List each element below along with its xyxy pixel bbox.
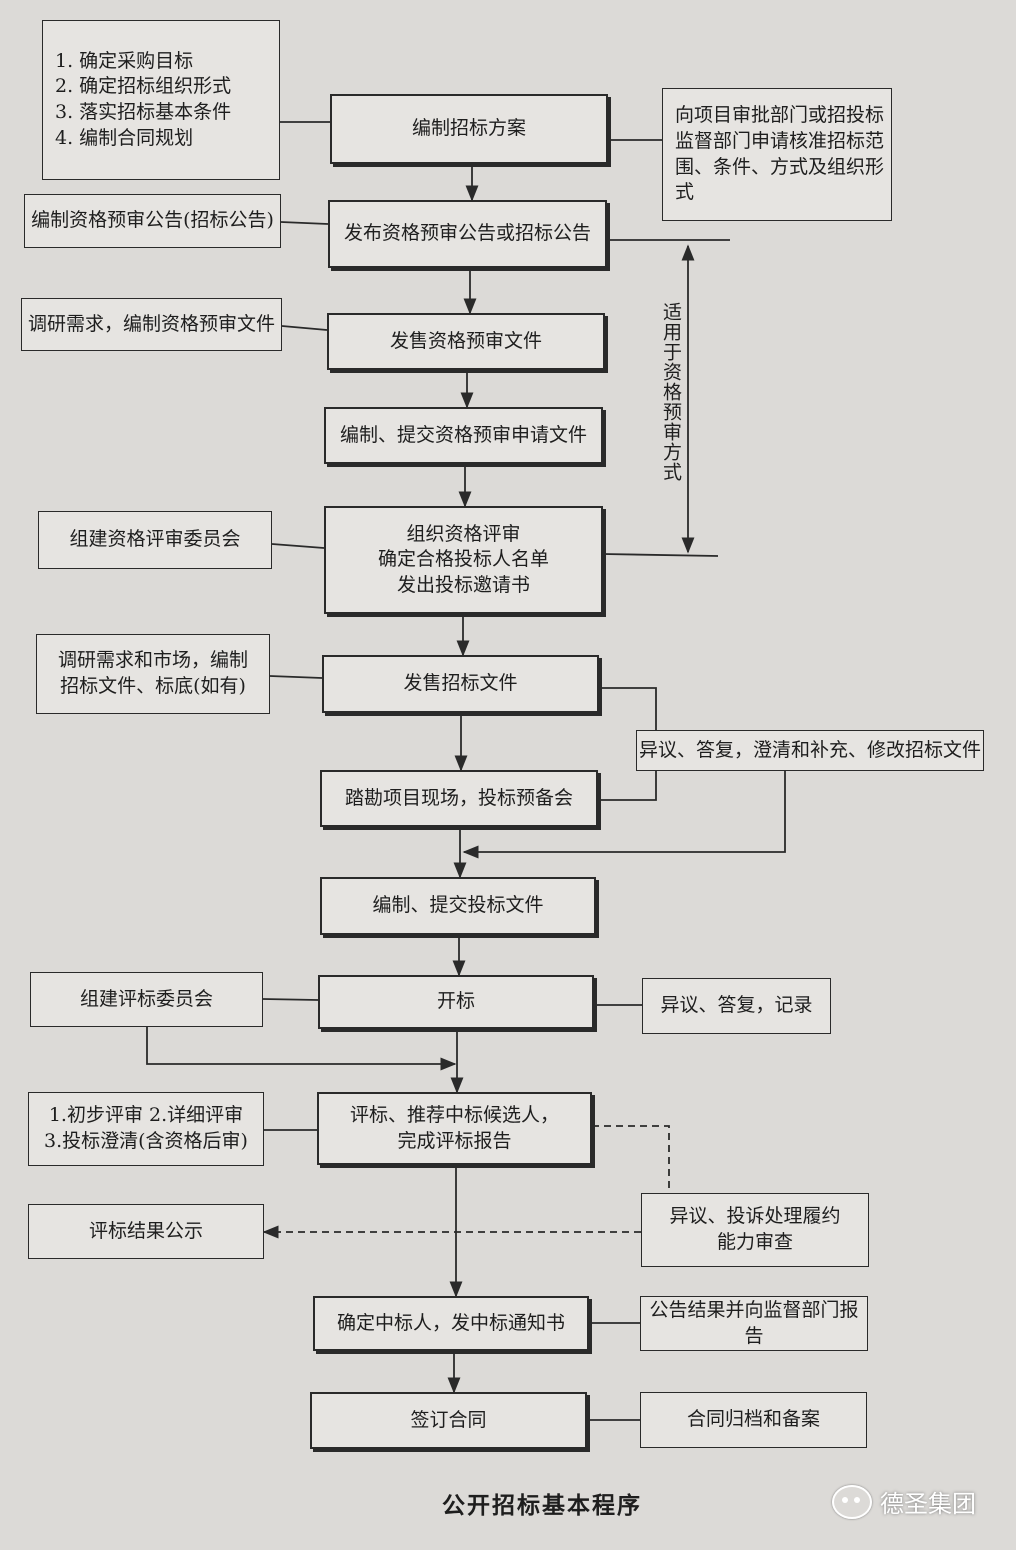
note-text: 调研需求和市场，编制 (57, 649, 248, 672)
note-text: 异议、答复，记录 (660, 994, 813, 1017)
note-text: 4. 编制合同规划 (55, 126, 194, 149)
note-text: 调研需求，编制资格预审文件 (27, 312, 275, 335)
prequal-scope-note: 适用于资格预审方式 (660, 302, 682, 482)
step-text: 发出投标邀请书 (396, 573, 530, 596)
note-text: 合同归档和备案 (686, 1408, 820, 1431)
wechat-icon (832, 1484, 872, 1519)
step-text: 确定中标人，发中标通知书 (336, 1311, 565, 1334)
step-site-visit: 踏勘项目现场，投标预备会 (320, 770, 598, 827)
note-form-prequal-committee: 组建资格评审委员会 (38, 511, 272, 569)
note-prepare-announcement: 编制资格预审公告(招标公告) (24, 194, 281, 248)
note-text: 监督部门申请核准招标范 (675, 129, 885, 152)
note-text: 3.投标澄清(含资格后审) (44, 1130, 248, 1152)
note-evaluation-stages: 1.初步评审 2.详细评审 3.投标澄清(含资格后审) (28, 1092, 264, 1166)
step-text: 编制、提交投标文件 (372, 894, 544, 917)
note-approval-application: 向项目审批部门或招投标 监督部门申请核准招标范 围、条件、方式及组织形 式 (662, 88, 892, 221)
note-result-publicity: 评标结果公示 (28, 1204, 264, 1259)
note-prepare-bidding-docs: 调研需求和市场，编制 招标文件、标底(如有) (36, 634, 270, 714)
note-text: 1. 确定采购目标 (55, 49, 194, 72)
note-complaint-handling: 异议、投诉处理履约 能力审查 (641, 1193, 869, 1267)
step-sell-bidding-docs: 发售招标文件 (322, 655, 599, 713)
step-text: 完成评标报告 (397, 1129, 512, 1152)
note-text: 公告结果并向监督部门报告 (649, 1298, 859, 1347)
step-publish-announcement: 发布资格预审公告或招标公告 (328, 200, 607, 268)
step-text: 踏勘项目现场，投标预备会 (344, 786, 573, 809)
step-text: 编制、提交资格预审申请文件 (339, 423, 587, 446)
step-prepare-bidding-plan: 编制招标方案 (330, 94, 608, 164)
step-text: 发售招标文件 (403, 672, 518, 695)
step-submit-prequal-application: 编制、提交资格预审申请文件 (324, 407, 603, 464)
note-text: 围、条件、方式及组织形 (675, 155, 885, 178)
step-text: 发售资格预审文件 (389, 329, 542, 352)
note-objection-record: 异议、答复，记录 (642, 978, 831, 1034)
step-award-notice: 确定中标人，发中标通知书 (313, 1296, 589, 1351)
step-submit-bids: 编制、提交投标文件 (320, 877, 596, 935)
note-text: 评标结果公示 (88, 1219, 203, 1242)
note-text: 式 (675, 181, 695, 204)
step-prequal-review: 组织资格评审 确定合格投标人名单 发出投标邀请书 (324, 506, 603, 614)
note-text: 异议、投诉处理履约 (669, 1205, 841, 1228)
diagram-title: 公开招标基本程序 (442, 1492, 642, 1519)
note-prepare-prequal-docs: 调研需求，编制资格预审文件 (21, 298, 282, 351)
note-objection-clarification: 异议、答复，澄清和补充、修改招标文件 (636, 730, 984, 771)
note-text: 组建评标委员会 (79, 987, 213, 1010)
note-text: 能力审查 (716, 1231, 793, 1253)
step-text: 组织资格评审 (406, 522, 521, 545)
watermark-text: 德圣集团 (880, 1490, 976, 1518)
step-sign-contract: 签订合同 (310, 1392, 587, 1449)
step-sell-prequal-docs: 发售资格预审文件 (327, 313, 605, 370)
note-text: 2. 确定招标组织形式 (55, 75, 232, 98)
step-text: 开标 (436, 990, 475, 1013)
step-text: 评标、推荐中标候选人， (349, 1103, 559, 1126)
note-planning-list: 1. 确定采购目标 2. 确定招标组织形式 3. 落实招标基本条件 4. 编制合… (42, 20, 280, 180)
note-text: 向项目审批部门或招投标 (675, 104, 885, 127)
watermark: 德圣集团 (832, 1484, 976, 1519)
note-form-evaluation-committee: 组建评标委员会 (30, 972, 263, 1027)
note-text: 编制资格预审公告(招标公告) (31, 209, 274, 232)
note-report-to-supervisor: 公告结果并向监督部门报告 (640, 1296, 868, 1351)
note-text: 组建资格评审委员会 (69, 528, 241, 551)
note-text: 1.初步评审 2.详细评审 (48, 1104, 244, 1127)
step-evaluation: 评标、推荐中标候选人， 完成评标报告 (317, 1092, 592, 1165)
step-text: 发布资格预审公告或招标公告 (343, 222, 591, 245)
step-text: 签订合同 (410, 1408, 487, 1431)
step-text: 确定合格投标人名单 (377, 548, 549, 571)
note-text: 招标文件、标底(如有) (60, 675, 246, 697)
step-text: 编制招标方案 (411, 117, 526, 140)
step-bid-opening: 开标 (318, 975, 594, 1029)
note-contract-archiving: 合同归档和备案 (640, 1392, 867, 1448)
note-text: 3. 落实招标基本条件 (55, 101, 232, 123)
note-text: 异议、答复，澄清和补充、修改招标文件 (638, 738, 981, 761)
